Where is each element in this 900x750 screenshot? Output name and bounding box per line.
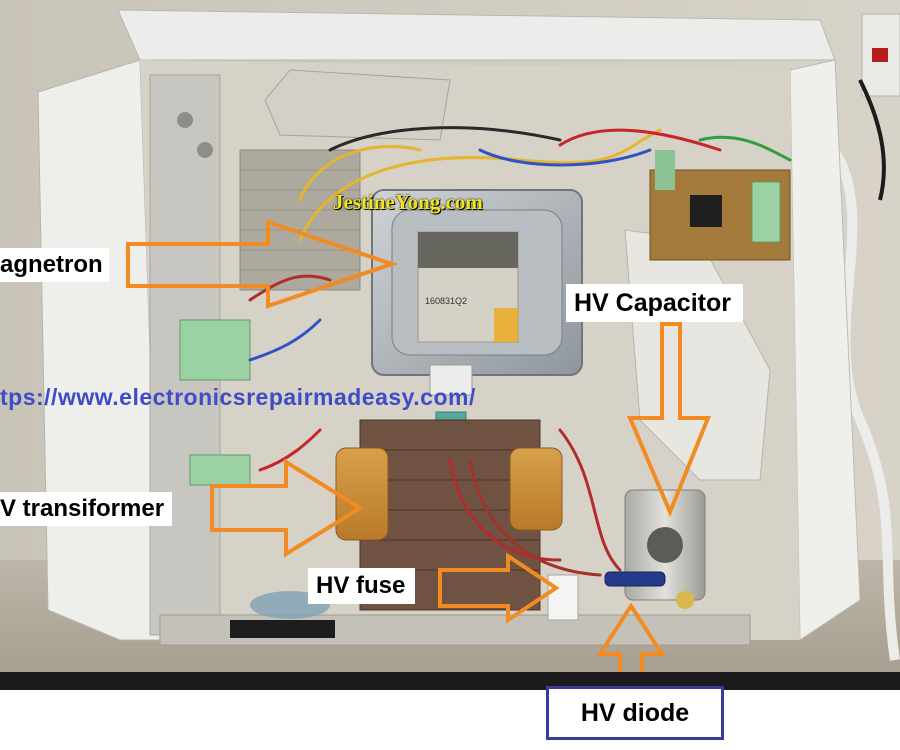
microwave-right-panel xyxy=(789,59,861,641)
watermark-url: tps://www.electronicsrepairmadeasy.com/ xyxy=(0,384,476,410)
microwave-side-panel xyxy=(37,59,161,641)
arrow-to-diode xyxy=(596,602,666,672)
transformer-coil-left xyxy=(335,447,389,541)
bottom-white-strip xyxy=(0,690,900,750)
vent-mesh xyxy=(239,149,361,291)
wall-outlet xyxy=(861,13,900,97)
arrow-to-fuse xyxy=(438,552,560,624)
arrow-to-capacitor xyxy=(626,322,711,518)
label-hv-transformer: V transiformer xyxy=(0,492,173,526)
wiring xyxy=(248,126,792,577)
power-cable xyxy=(829,147,900,661)
annotation-arrows xyxy=(126,219,711,672)
arrow-to-transformer xyxy=(210,458,364,558)
label-hv-capacitor: HV Capacitor xyxy=(566,284,743,322)
microwave-interior-photo: 160831Q2 xyxy=(0,0,900,672)
label-magnetron: agnetron xyxy=(0,248,109,282)
top-cover xyxy=(264,69,451,141)
transformer-coil-right xyxy=(509,447,563,531)
label-hv-diode: HV diode xyxy=(546,686,724,740)
bottom-dark-strip xyxy=(0,672,900,690)
left-relay xyxy=(179,319,251,381)
magnetron-code: 160831Q2 xyxy=(425,296,467,306)
hv-fuse xyxy=(547,574,579,621)
label-hv-fuse: HV fuse xyxy=(308,568,416,604)
watermark-site-name: JestineYong.com xyxy=(333,190,483,214)
hv-diode xyxy=(604,571,666,587)
arrow-to-magnetron xyxy=(126,219,399,309)
